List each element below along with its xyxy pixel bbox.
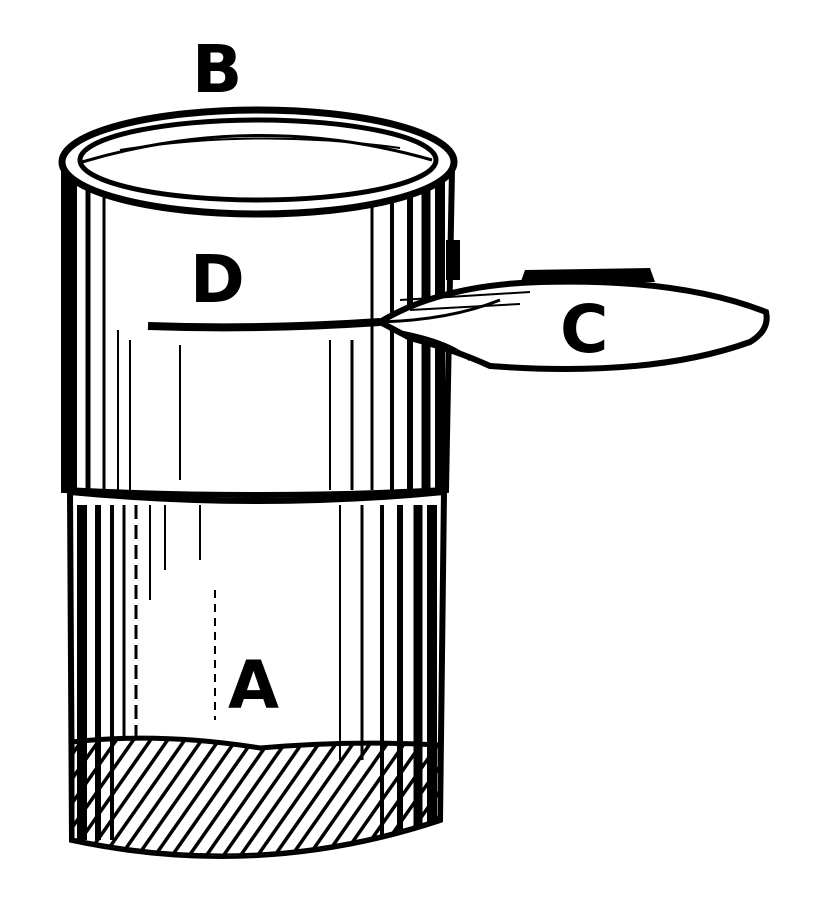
- cylinder-rim-b: [58, 106, 458, 218]
- glass-jar-a: [66, 488, 448, 859]
- label-d: D: [190, 241, 245, 318]
- blade-c: [373, 240, 770, 372]
- label-c: C: [560, 291, 608, 368]
- sleeve-d: [61, 167, 456, 498]
- label-a: A: [228, 647, 279, 724]
- label-b: B: [192, 31, 242, 108]
